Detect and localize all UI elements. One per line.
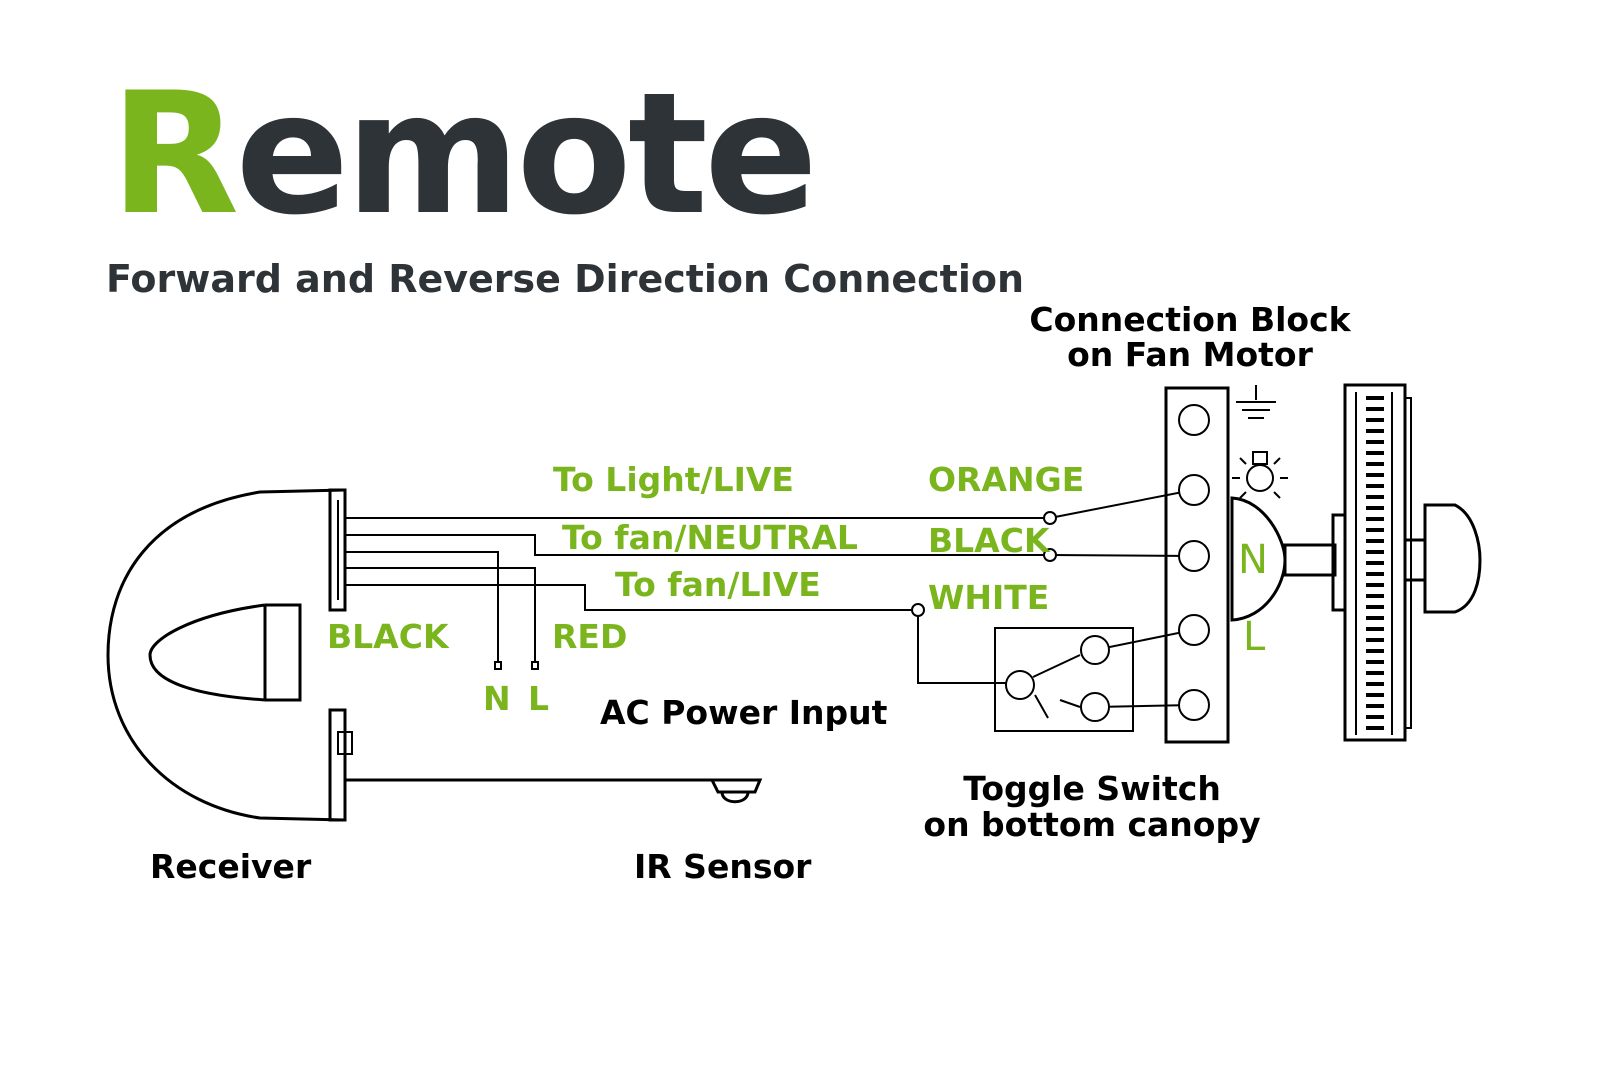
label-to-fan-neutral: To fan/NEUTRAL [562, 518, 858, 557]
ground-icon [1236, 385, 1276, 419]
label-receiver: Receiver [150, 847, 312, 886]
connection-block [1164, 386, 1230, 744]
light-bulb-icon [1232, 451, 1288, 499]
label-to-fan-live: To fan/LIVE [615, 565, 821, 604]
subtitle: Forward and Reverse Direction Connection [106, 257, 1024, 301]
label-wire-white: WHITE [928, 578, 1049, 617]
label-ir-sensor: IR Sensor [634, 847, 812, 886]
label-wire-black-left: BLACK [327, 617, 450, 656]
motor-stator-lines [1355, 392, 1393, 735]
label-input-n: N [483, 679, 511, 718]
wire-white [345, 584, 918, 611]
wire-input-l [345, 567, 536, 665]
label-connection-block-line2: on Fan Motor [1067, 335, 1313, 374]
label-wire-red: RED [552, 617, 627, 656]
fan-motor [1230, 383, 1482, 742]
label-toggle-switch-line2: on bottom canopy [923, 805, 1260, 844]
label-motor-l: L [1243, 614, 1266, 660]
brand-first-letter: R [110, 56, 236, 252]
terminal-dots [494, 511, 1057, 670]
label-motor-n: N [1238, 537, 1268, 583]
brand-logo: Remote [110, 56, 814, 252]
label-wire-black-right: BLACK [928, 521, 1051, 560]
label-to-light-live: To Light/LIVE [553, 460, 794, 499]
label-wire-orange: ORANGE [928, 460, 1084, 499]
label-toggle-switch-line1: Toggle Switch [963, 769, 1221, 808]
label-connection-block-line1: Connection Block [1029, 300, 1351, 339]
wires [345, 489, 1194, 782]
toggle-switch [994, 627, 1134, 732]
label-ac-power-input: AC Power Input [600, 693, 888, 732]
label-input-l: L [528, 679, 549, 718]
wire-black-neutral [345, 534, 1050, 556]
receiver-unit [106, 488, 353, 822]
wire-input-n [345, 551, 499, 665]
brand-rest: emote [235, 56, 814, 252]
ir-sensor [709, 778, 763, 804]
